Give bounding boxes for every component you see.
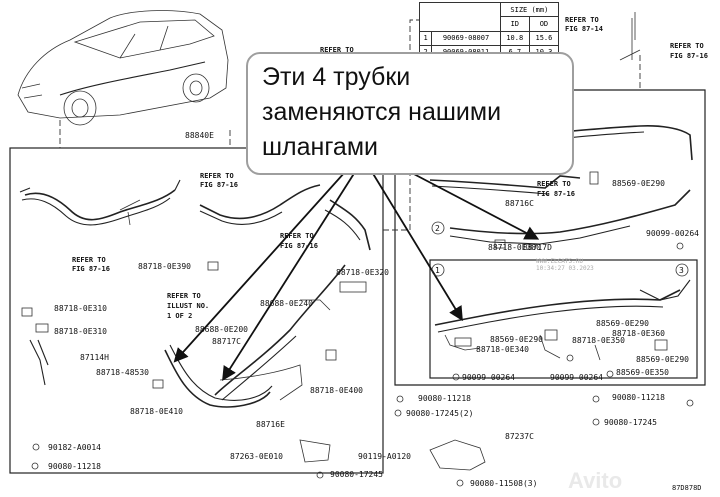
part-90080-17245-2: 90080-17245(2) — [406, 409, 473, 418]
part-90080-11218-c: 90080-11218 — [48, 462, 101, 471]
part-88718-0e360: 88718-0E360 — [612, 329, 665, 338]
part-90099-00264-a: 90099-00264 — [646, 229, 699, 238]
avito-watermark: Avito — [568, 468, 623, 493]
stamp-line-2: 10:34:27 03.2023 — [536, 265, 594, 272]
callout-line-1: Эти 4 трубки — [262, 63, 411, 91]
marker-3-text: 3 — [679, 266, 684, 275]
marker-1-text: 1 — [435, 266, 440, 275]
size-table-corner — [419, 2, 501, 32]
size-row-od: 15.6 — [528, 30, 560, 46]
part-90099-00264-b: 90099-00264 — [462, 373, 515, 382]
part-88718-0e410: 88718-0E410 — [130, 407, 183, 416]
ref-fig-87-16-b-label: REFER TO — [72, 256, 106, 264]
part-88569-0e290-d: 88569-0E290 — [636, 355, 689, 364]
part-88717c: 88717C — [212, 337, 241, 346]
ref-illust-label: REFER TO — [167, 292, 201, 300]
part-88569-0e290-b: 88569-0E290 — [490, 335, 543, 344]
part-88716c: 88716C — [505, 199, 534, 208]
marker-2 — [431, 221, 445, 235]
drawing-code: 87D878D — [672, 484, 702, 492]
part-88718-0e310-a: 88718-0E310 — [54, 304, 107, 313]
rear-frame — [394, 89, 706, 386]
part-88718-0e320: 88718-0E320 — [336, 268, 389, 277]
ref-illust-of2: 1 OF 2 — [167, 312, 192, 320]
ref-fig-87-16-c-label: REFER TO — [280, 232, 314, 240]
part-88569-0e290-c: 88569-0E290 — [596, 319, 649, 328]
rear-inner-frame — [429, 259, 698, 379]
part-88717d: 88717D — [523, 243, 552, 252]
callout-box: Эти 4 трубки заменяются нашими шлангами — [246, 52, 574, 175]
marker-3 — [675, 263, 689, 277]
marker-2-text: 2 — [435, 224, 440, 233]
part-90080-17245-a: 90080-17245 — [604, 418, 657, 427]
part-88718-0e340: 88718-0E340 — [476, 345, 529, 354]
callout-line-2: заменяются нашими — [262, 98, 502, 126]
part-90099-00264-c: 90099-00264 — [550, 373, 603, 382]
ref-fig-87-14-label: REFER TO — [565, 16, 599, 24]
part-88718-0e350: 88718-0E350 — [572, 336, 625, 345]
part-88718-0e380: 88718-0E380 — [488, 243, 541, 252]
ref-fig-87-16-d-label: REFER TO — [537, 180, 571, 188]
clips — [21, 171, 694, 487]
part-88569-0e350: 88569-0E350 — [616, 368, 669, 377]
front-pipes — [19, 179, 371, 408]
part-87263-0e010: 87263-0E010 — [230, 452, 283, 461]
ref-illust-no: ILLUST NO. — [167, 302, 209, 310]
callout-line-3: шлангами — [262, 133, 378, 161]
size-row-part: 90069-08007 — [431, 30, 501, 46]
ref-fig-87-14: FIG 87-14 — [565, 25, 603, 33]
ref-fig-87-16-right: FIG 87-16 — [670, 52, 708, 60]
size-table-col-od: OD — [528, 16, 560, 32]
part-labels: 88840E 88716C 88717D 88717C 88716E 87237… — [48, 131, 699, 488]
size-row-num: 1 — [418, 30, 433, 46]
part-88718-0e390: 88718-0E390 — [138, 262, 191, 271]
part-88840e: 88840E — [185, 131, 214, 140]
ref-fig-87-16-right-label: REFER TO — [670, 42, 704, 50]
part-90182-a0014: 90182-A0014 — [48, 443, 101, 452]
stamp-line-1: WWW.ELCATS.RU — [536, 258, 583, 265]
part-87114h: 87114H — [80, 353, 109, 362]
part-87237c: 87237C — [505, 432, 534, 441]
ref-fig-87-16-a-label: REFER TO — [200, 172, 234, 180]
elcats-stamp: WWW.ELCATS.RU 10:34:27 03.2023 — [536, 258, 594, 272]
part-88688-0e200: 88688-0E200 — [195, 325, 248, 334]
part-90119-a0120: 90119-A0120 — [358, 452, 411, 461]
part-88716e: 88716E — [256, 420, 285, 429]
callout-arrows — [173, 171, 540, 382]
ref-fig-87-16-d: FIG 87-16 — [537, 190, 575, 198]
ref-fig-87-16-b: FIG 87-16 — [72, 265, 110, 273]
size-table-col-id: ID — [499, 16, 530, 32]
part-88569-0e290-a: 88569-0E290 — [612, 179, 665, 188]
part-90080-11218-a: 90080-11218 — [418, 394, 471, 403]
heat-shield-87237c — [429, 439, 486, 471]
marker-1 — [431, 263, 445, 277]
part-88688-0e240: 88688-0E240 — [260, 299, 313, 308]
part-88718-0e400: 88718-0E400 — [310, 386, 363, 395]
size-table-header: SIZE (mm) — [499, 1, 560, 18]
size-row-id: 10.8 — [499, 30, 530, 46]
size-table-row: 1 90069-08007 10.8 15.6 — [418, 30, 560, 46]
ref-fig-87-16-c: FIG 87-16 — [280, 242, 318, 250]
part-90080-11218-b: 90080-11218 — [612, 393, 665, 402]
reference-labels: REFER TO REFER TO FIG 87-14 REFER TO FIG… — [72, 16, 708, 320]
circled-markers: 2 1 3 — [431, 221, 689, 277]
part-90080-17245-b: 90080-17245 — [330, 470, 383, 479]
part-88718-48530: 88718-48530 — [96, 368, 149, 377]
ref-top-label: REFER TO — [320, 46, 354, 54]
front-frame — [9, 147, 384, 474]
part-88718-0e310-b: 88718-0E310 — [54, 327, 107, 336]
part-90080-11508: 90080-11508(3) — [470, 479, 537, 488]
ref-fig-87-16-a: FIG 87-16 — [200, 181, 238, 189]
vehicle-illustration — [17, 10, 229, 126]
